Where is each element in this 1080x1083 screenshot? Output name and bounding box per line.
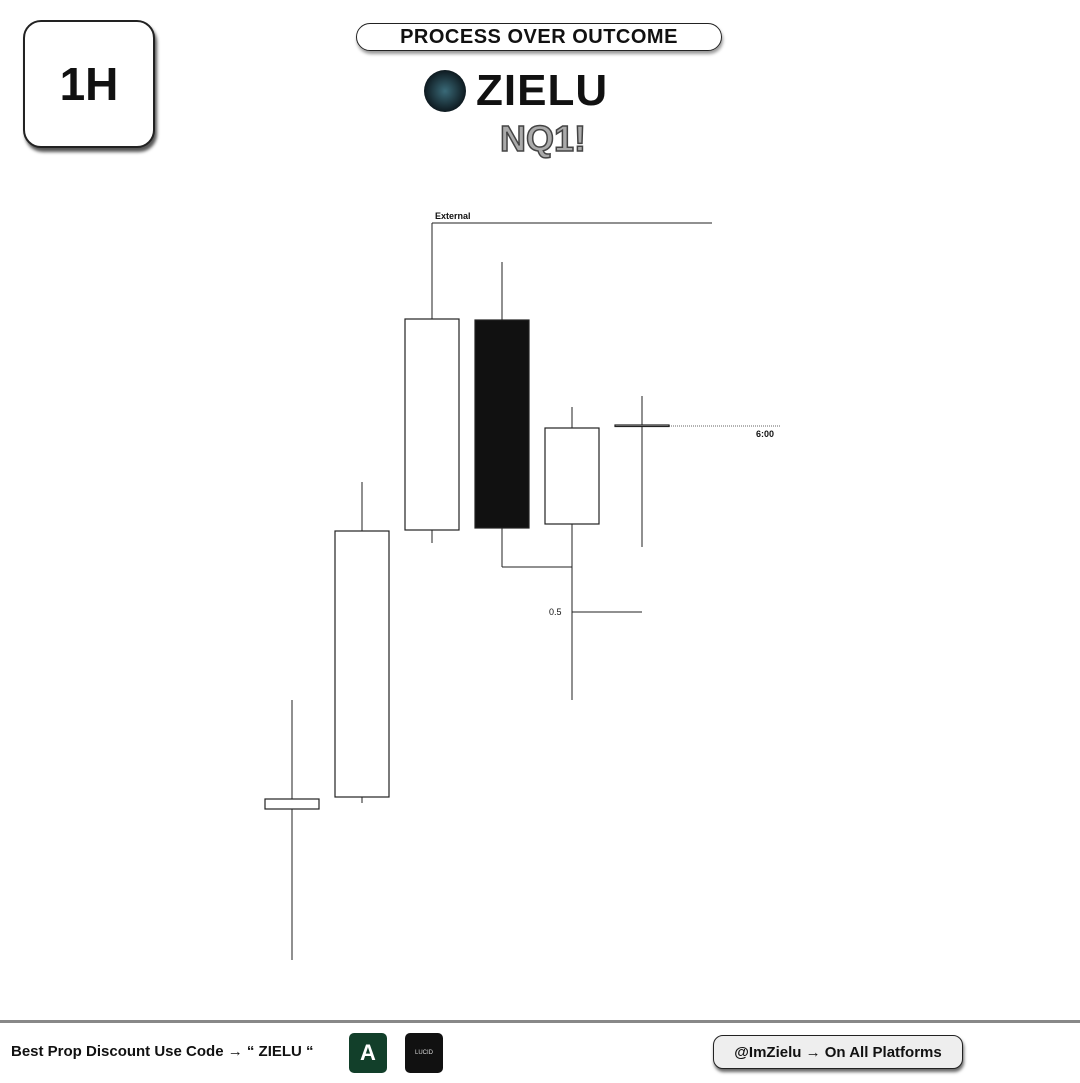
candle-body <box>614 424 670 428</box>
brand: ZIELU <box>424 66 608 116</box>
motto-banner: PROCESS OVER OUTCOME <box>356 23 722 51</box>
social-handle-button[interactable]: @ImZielu → On All Platforms <box>713 1035 963 1069</box>
candle-body <box>544 427 600 525</box>
promo-text: Best Prop Discount Use Code → “ ZIELU “ <box>11 1043 314 1060</box>
time-marker-label: 6:00 <box>756 429 774 439</box>
symbol-label: NQ1! <box>499 117 587 160</box>
candle-body <box>264 798 320 810</box>
brand-name: ZIELU <box>476 66 609 115</box>
candle-body <box>474 319 530 529</box>
midpoint-label: 0.5 <box>549 607 562 617</box>
timeframe-badge: 1H <box>23 20 155 148</box>
prop-firm-logo-icon[interactable]: A <box>349 1033 387 1073</box>
external-label: External <box>435 211 471 221</box>
brand-logo-icon <box>424 70 466 112</box>
footer: Best Prop Discount Use Code → “ ZIELU “ … <box>0 1020 1080 1083</box>
candlestick-chart: External 0.5 6:00 <box>264 211 780 960</box>
candle-body <box>404 318 460 531</box>
lucid-logo-icon[interactable]: LUCID <box>405 1033 443 1073</box>
candle-body <box>334 530 390 798</box>
